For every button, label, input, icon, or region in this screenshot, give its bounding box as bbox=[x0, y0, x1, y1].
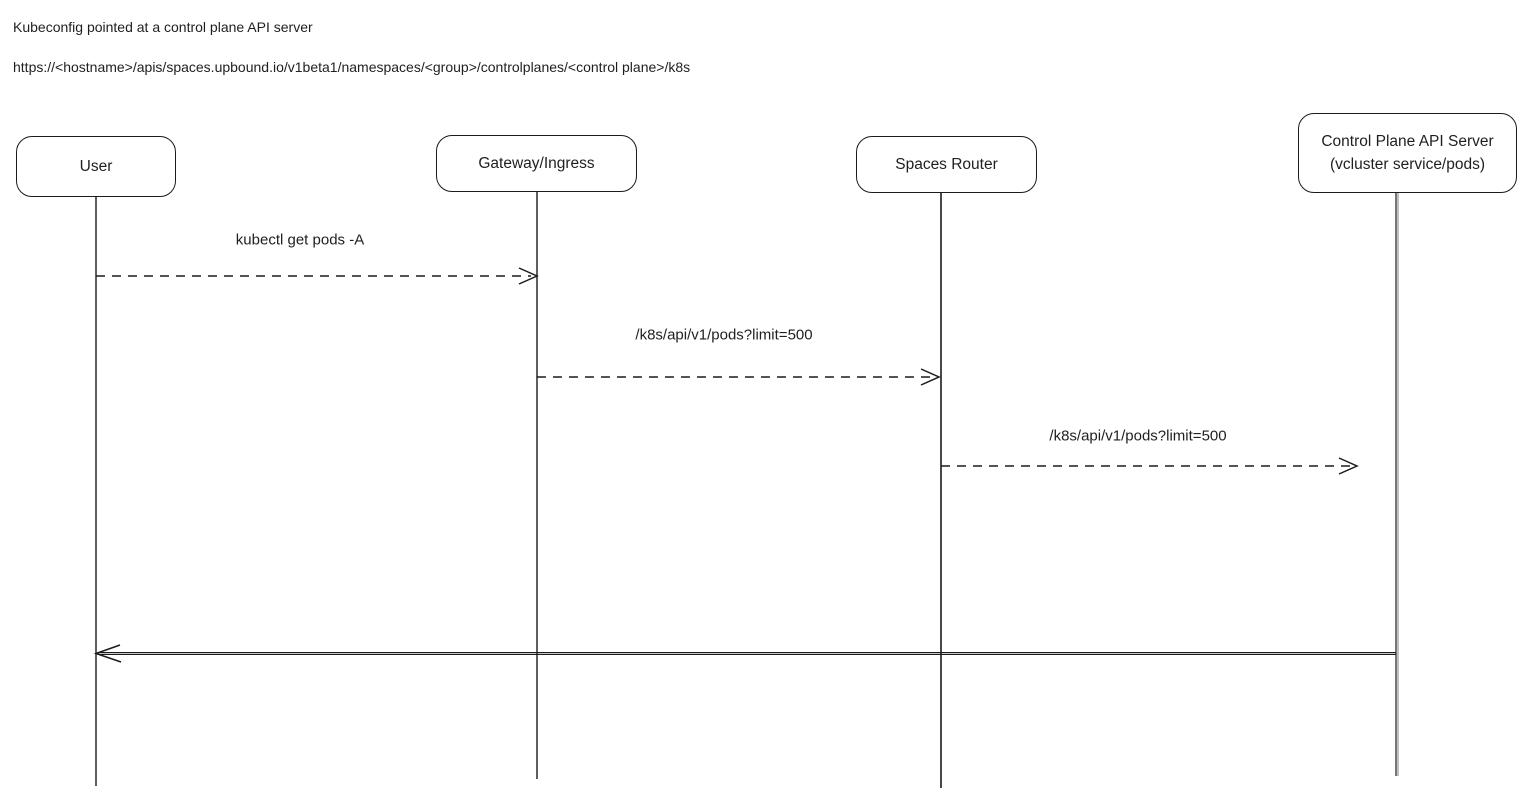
message-2-label: /k8s/api/v1/pods?limit=500 bbox=[633, 326, 815, 344]
actor-user: User bbox=[16, 136, 176, 197]
message-3-label: /k8s/api/v1/pods?limit=500 bbox=[1047, 427, 1229, 445]
message-1-arrowhead bbox=[518, 267, 539, 285]
message-3-arrowhead bbox=[1338, 457, 1359, 475]
actor-gateway-ingress: Gateway/Ingress bbox=[436, 135, 637, 192]
actor-control-plane-sublabel: (vcluster service/pods) bbox=[1329, 156, 1486, 173]
actor-control-plane: Control Plane API Server (vcluster servi… bbox=[1298, 113, 1517, 193]
actor-control-plane-label: Control Plane API Server bbox=[1321, 133, 1494, 150]
actor-user-label: User bbox=[79, 158, 113, 175]
actor-gateway-ingress-label: Gateway/Ingress bbox=[478, 155, 595, 172]
message-2-arrowhead bbox=[920, 368, 941, 386]
actor-spaces-router: Spaces Router bbox=[856, 136, 1037, 193]
actor-spaces-router-label: Spaces Router bbox=[895, 156, 998, 173]
message-4-arrowhead bbox=[93, 644, 122, 663]
message-1-label: kubectl get pods -A bbox=[233, 231, 367, 249]
diagram-title: Kubeconfig pointed at a control plane AP… bbox=[13, 19, 313, 35]
diagram-subtitle-url: https://<hostname>/apis/spaces.upbound.i… bbox=[13, 59, 691, 75]
